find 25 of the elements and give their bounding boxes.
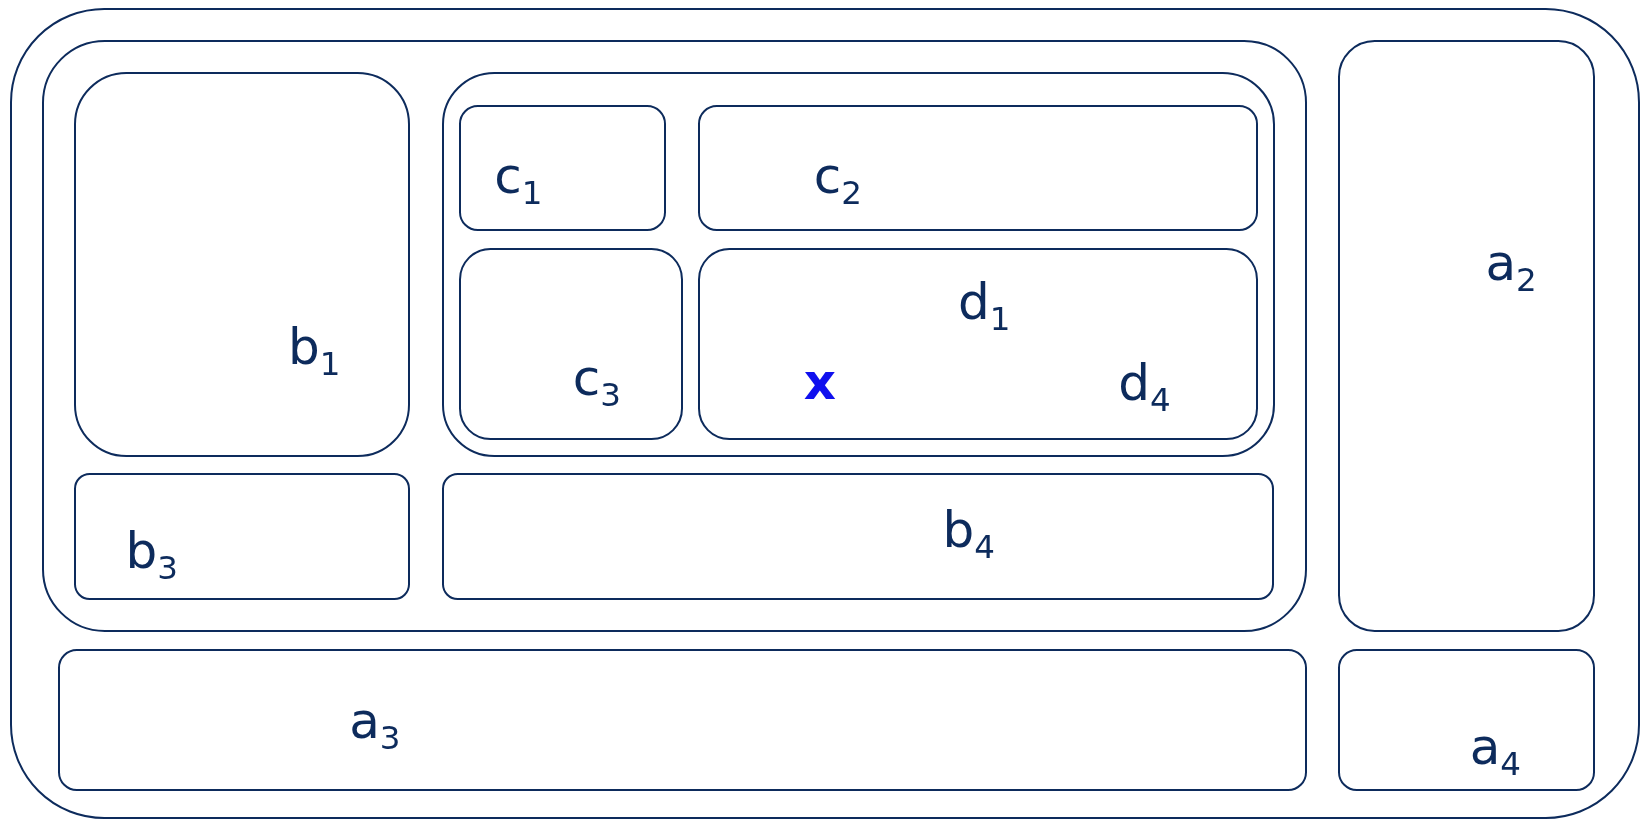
region-label: c$_{2}$ [813,150,862,210]
region-box [1338,649,1595,791]
region-box [74,473,411,600]
region-box [441,473,1275,600]
region-label: a$_{2}$ [1485,237,1537,297]
region-label: a$_{3}$ [349,695,401,755]
container-box [41,39,1307,633]
region-label: d$_{4}$ [1118,358,1171,417]
region-label: c$_{1}$ [494,150,543,210]
region-box [458,104,666,232]
region-box [458,248,683,440]
region-label: c$_{3}$ [572,352,621,412]
point-label: x [803,357,837,408]
region-label: b$_{1}$ [287,321,341,381]
region-box [1338,39,1595,633]
region-label: b$_{4}$ [942,504,995,564]
region-label: b$_{3}$ [125,525,179,585]
region-box [698,104,1258,232]
region-label: a$_{4}$ [1469,721,1522,781]
container-box [441,72,1276,457]
region-label: d$_{1}$ [958,276,1011,336]
region-box [698,248,1258,440]
region-box [57,649,1307,791]
outer-rounded-box [10,8,1640,819]
region-box [74,72,411,457]
